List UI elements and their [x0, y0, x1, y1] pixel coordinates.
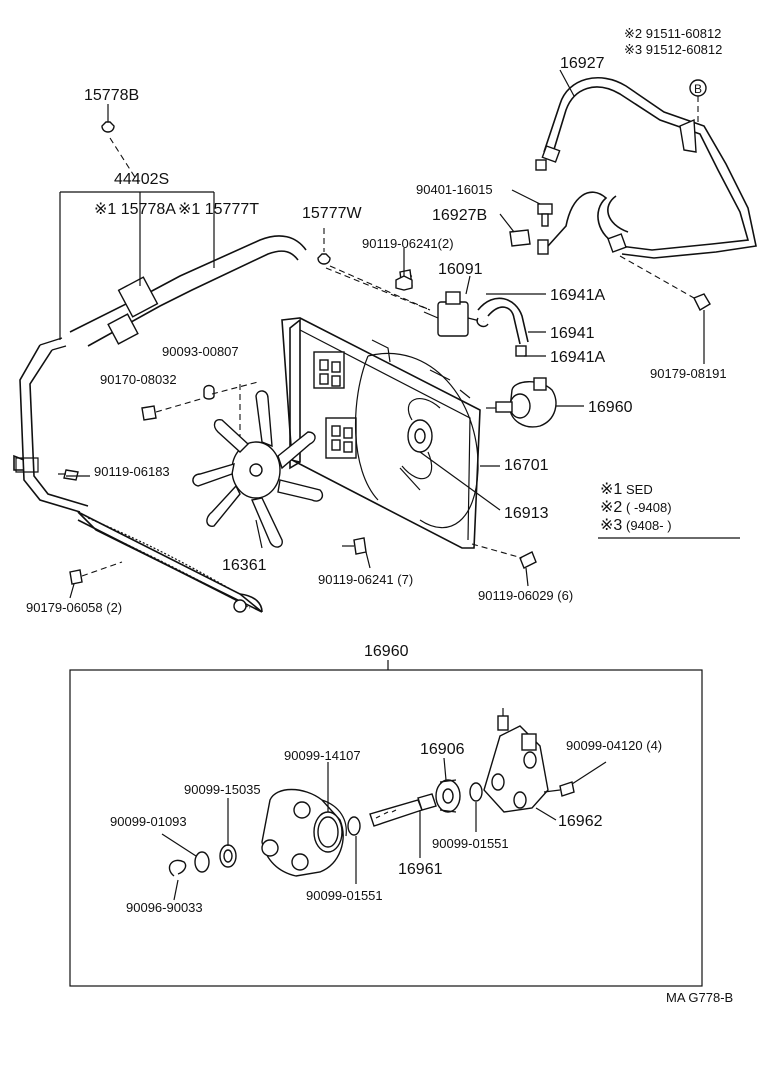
label-90099-01551-left: 90099-01551 [306, 888, 383, 903]
label-16961: 16961 [398, 861, 443, 878]
bolt-90119-06241-2 [395, 275, 413, 291]
legend-1-mark: ※1 [600, 481, 622, 498]
oil-cooler [77, 511, 263, 613]
grommet-90170 [141, 405, 157, 421]
part-labels: 15778B 44402S ※1 15778A ※1 15777T 15777W… [26, 26, 733, 1005]
seal-90099-01551-right [469, 782, 483, 802]
label-16941A-top: 16941A [550, 287, 605, 304]
fan-16361 [192, 390, 324, 548]
label-90119-6: 90119-06029 (6) [478, 588, 573, 603]
clip-16927B [509, 229, 531, 247]
bolt-90119-06183 [58, 469, 79, 481]
hose-assy-44402S [59, 191, 307, 347]
label-15778B: 15778B [84, 87, 139, 104]
label-16927: 16927 [560, 55, 605, 72]
bolt-90119-06029 [519, 551, 537, 569]
label-90179-06058: 90179-06058 (2) [26, 600, 122, 615]
label-16091: 16091 [438, 261, 483, 278]
label-16701: 16701 [504, 457, 549, 474]
label-90093: 90093-00807 [162, 344, 239, 359]
cover-16962 [483, 708, 549, 813]
label-15777T: ※1 15777T [178, 201, 259, 218]
label-16913: 16913 [504, 505, 549, 522]
label-90170: 90170-08032 [100, 372, 177, 387]
nut-90093 [203, 384, 215, 400]
bolt-90401 [537, 203, 553, 227]
label-90179-08191: 90179-08191 [650, 366, 727, 381]
label-90401: 90401-16015 [416, 182, 493, 197]
gasket-90099-14107 [313, 811, 343, 853]
switch-16091 [329, 265, 485, 337]
snap-ring-90096 [168, 859, 187, 877]
rotor-16906 [435, 779, 461, 813]
fan-pulley-16913 [401, 398, 441, 480]
legend-3-text: (9408- ) [626, 518, 672, 533]
label-90119-7: 90119-06241 (7) [318, 572, 413, 587]
pump-16960-side [486, 377, 557, 428]
label-16960-side: 16960 [588, 399, 633, 416]
legend-3-mark: ※3 [600, 517, 622, 534]
grommet-90179-06058 [69, 569, 83, 585]
note-2: ※2 91511-60812 [624, 26, 721, 41]
label-16962: 16962 [558, 813, 603, 830]
label-16960-box: 16960 [364, 643, 409, 660]
washer-90099-01093 [194, 851, 210, 873]
legend: ※1 SED ※2 ( -9408) ※3 (9408- ) [600, 481, 672, 534]
label-90099-15035: 90099-15035 [184, 782, 261, 797]
seal-90099-01551-left [347, 816, 361, 836]
label-16361: 16361 [222, 557, 267, 574]
label-90099-04120: 90099-04120 (4) [566, 738, 662, 753]
label-44402S: 44402S [114, 171, 169, 188]
label-16906: 16906 [420, 741, 465, 758]
drawing-code: MA G778-B [666, 990, 733, 1005]
clip-90179-08191 [693, 293, 711, 311]
label-16941: 16941 [550, 325, 595, 342]
label-16941A-bot: 16941A [550, 349, 605, 366]
legend-1-text: SED [626, 482, 653, 497]
legend-2-mark: ※2 [600, 499, 622, 516]
label-90096: 90096-90033 [126, 900, 203, 915]
cooler-tubes [13, 337, 89, 513]
pump-housing [261, 788, 347, 877]
label-90099-01551-right: 90099-01551 [432, 836, 509, 851]
shaft-16961 [369, 793, 437, 827]
b-marker [689, 79, 707, 97]
clamp-15777W [317, 253, 331, 265]
screw-90099-04120 [543, 781, 575, 797]
label-16927B: 16927B [432, 207, 487, 224]
legend-2-text: ( -9408) [626, 500, 672, 515]
clamp-15778B [101, 121, 115, 133]
label-90119-06183: 90119-06183 [94, 464, 170, 479]
label-90099-01093: 90099-01093 [110, 814, 187, 829]
pump-detail-frame [69, 669, 703, 987]
label-90099-14107: 90099-14107 [284, 748, 361, 763]
hose-16941 [476, 297, 529, 357]
label-15778A: ※1 15778A [94, 201, 176, 218]
label-15777W: 15777W [302, 205, 362, 222]
pressure-hose-16927 [535, 77, 757, 259]
note-3: ※3 91512-60812 [624, 42, 722, 57]
b-marker-label: B [694, 82, 702, 96]
bearing-90099-15035 [219, 844, 237, 868]
label-90119-2: 90119-06241(2) [362, 236, 454, 251]
bolt-90119-06241-7 [342, 537, 367, 555]
